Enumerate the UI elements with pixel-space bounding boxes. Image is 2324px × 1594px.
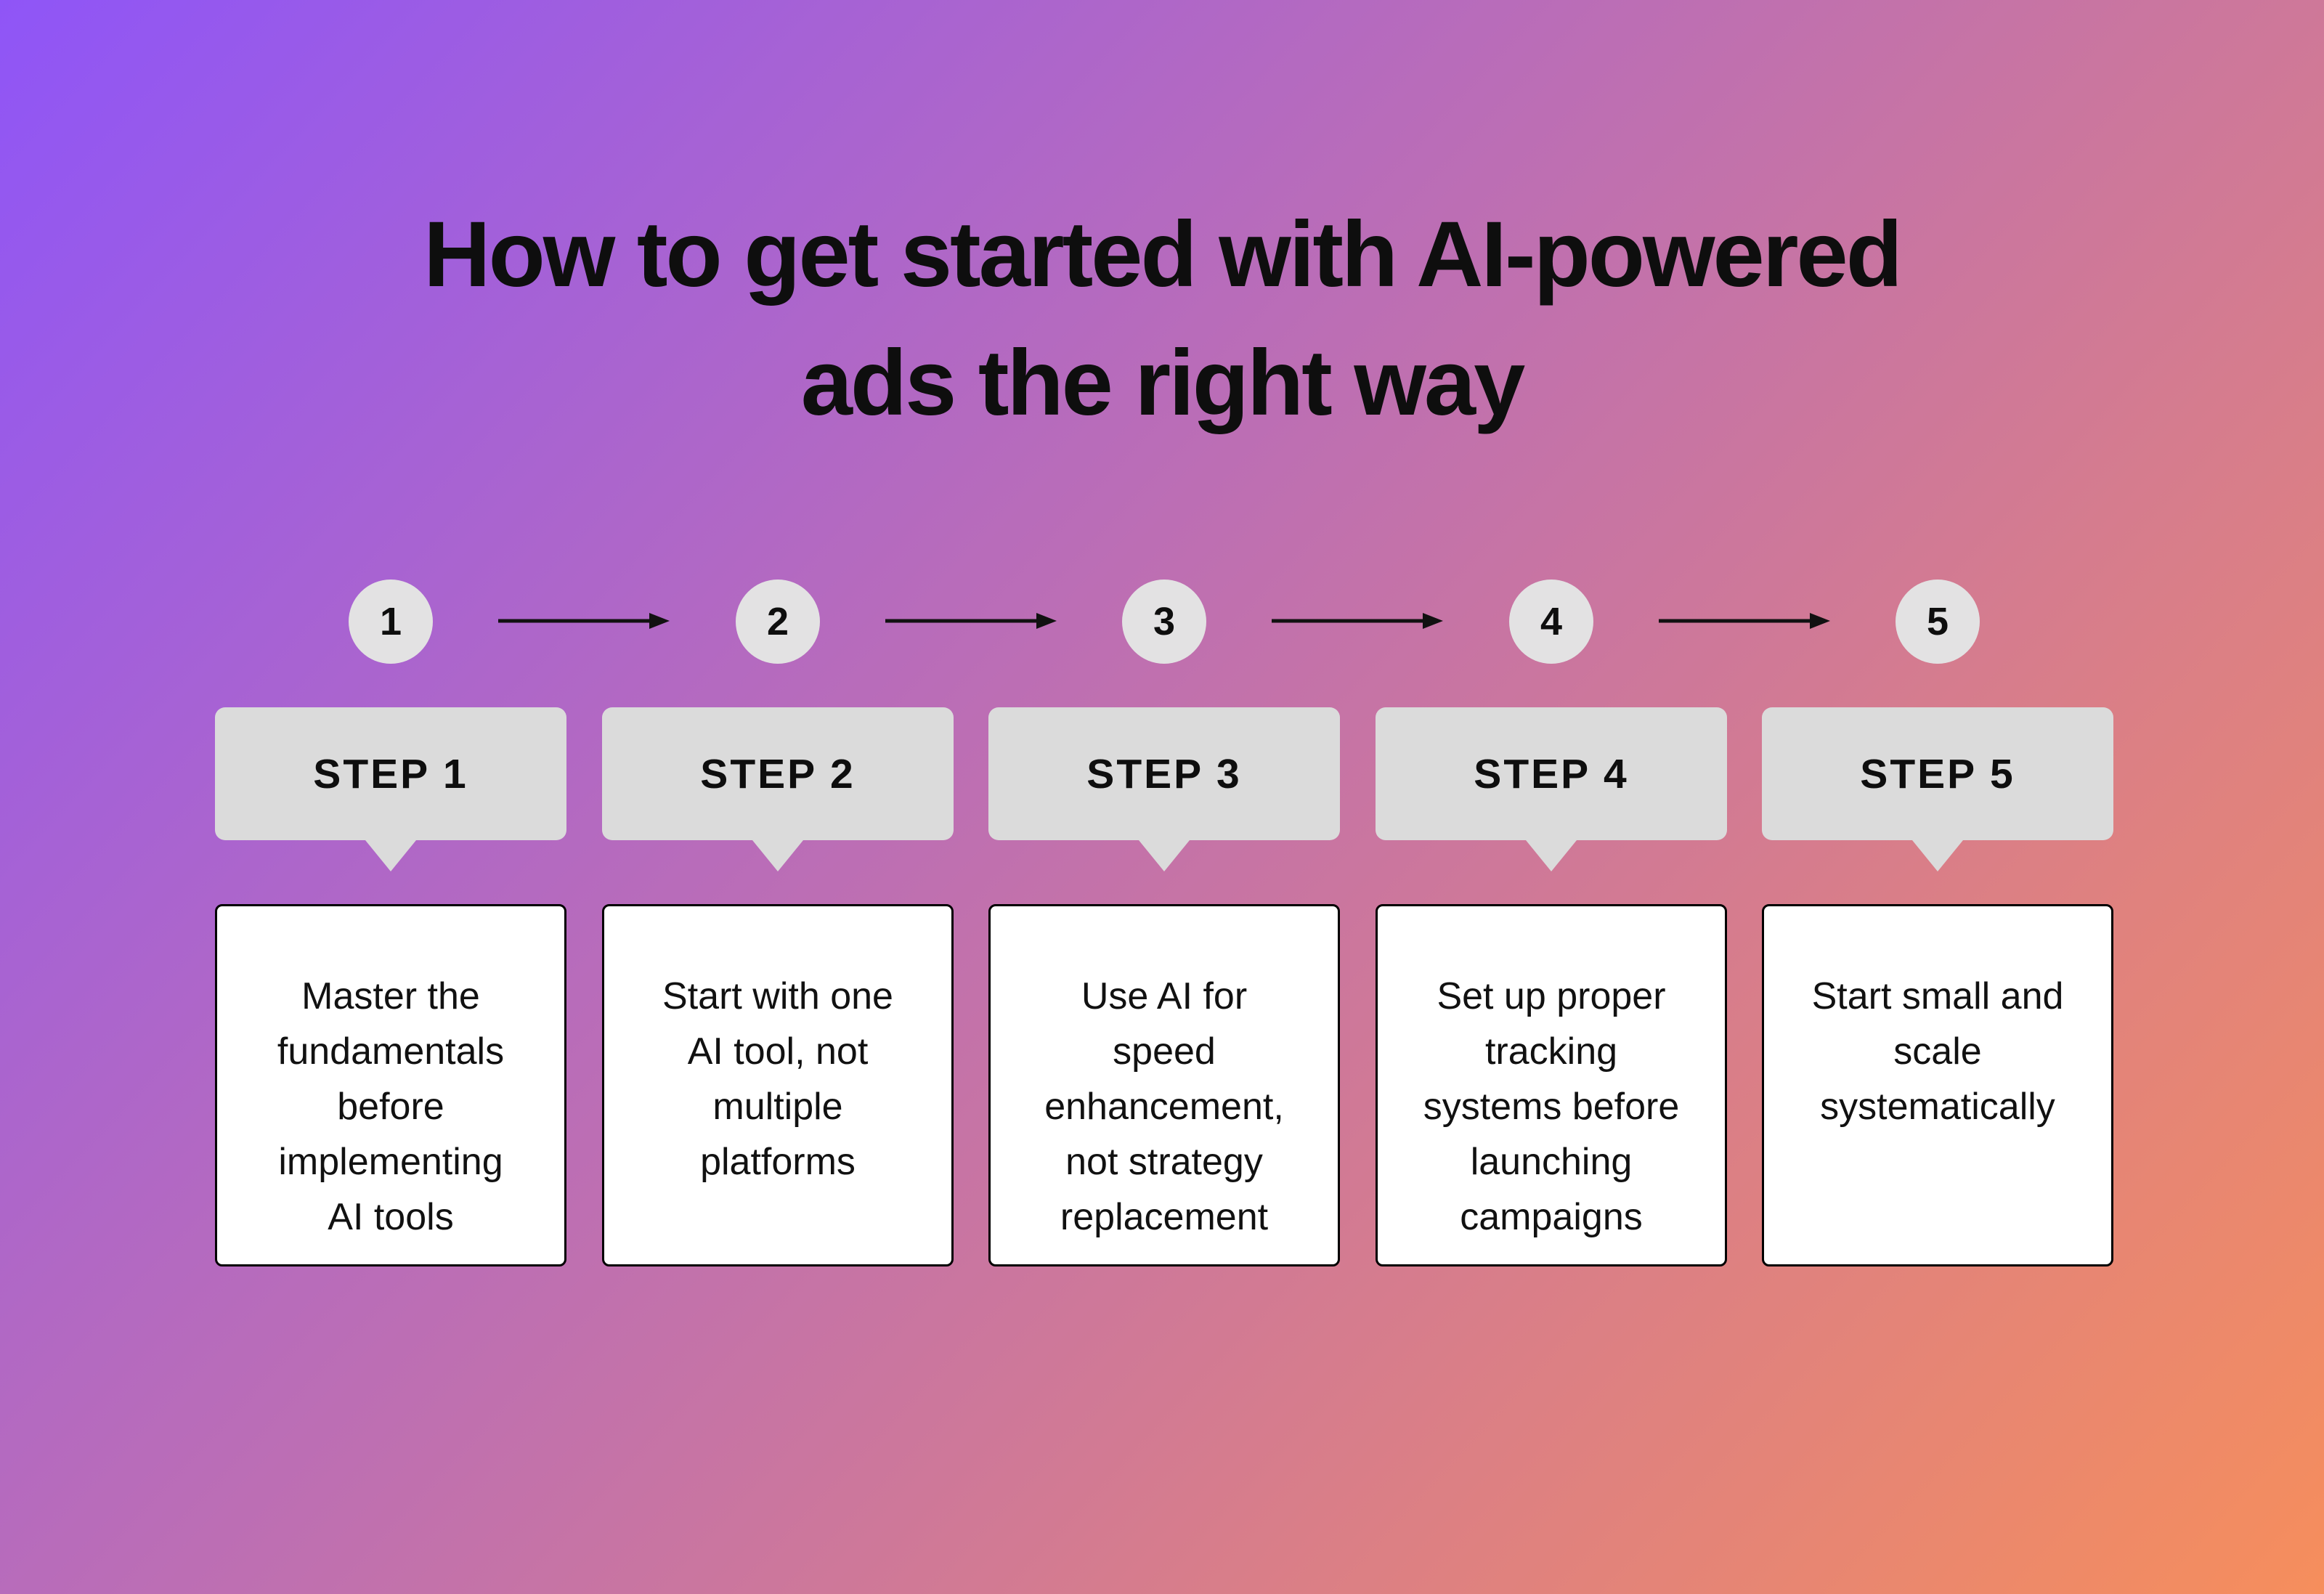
arrow-right-icon (498, 613, 670, 629)
step-1-description: Master the fundamentals before implement… (277, 975, 505, 1238)
title-line-1: How to get started with AI-powered (423, 203, 1903, 306)
step-1-number: 1 (379, 600, 402, 643)
arrow-right-icon (885, 613, 1057, 629)
step-5-label-bubble: STEP 5 (1762, 707, 2113, 840)
page-title: How to get started with AI-powered ads t… (0, 190, 2324, 447)
step-4-label: STEP 4 (1474, 750, 1629, 797)
step-3-card: Use AI for speed enhancement, not strate… (988, 904, 1340, 1266)
step-3-number: 3 (1153, 600, 1176, 643)
step-3-number-circle: 3 (1122, 580, 1206, 664)
step-5-card: Start small and scale systematically (1762, 904, 2113, 1266)
step-3-label-bubble: STEP 3 (988, 707, 1340, 840)
step-1-card: Master the fundamentals before implement… (215, 904, 566, 1266)
step-4-number-circle: 4 (1509, 580, 1593, 664)
step-2-number: 2 (766, 600, 789, 643)
step-3-description: Use AI for speed enhancement, not strate… (1044, 975, 1284, 1238)
step-2-description: Start with one AI tool, not multiple pla… (662, 975, 893, 1183)
step-4-number: 4 (1540, 600, 1563, 643)
step-2-number-circle: 2 (736, 580, 820, 664)
step-2-label: STEP 2 (700, 750, 856, 797)
step-4-card: Set up proper tracking systems before la… (1376, 904, 1727, 1266)
title-line-2: ads the right way (800, 331, 1526, 435)
step-1-label-bubble: STEP 1 (215, 707, 566, 840)
step-4-label-bubble: STEP 4 (1376, 707, 1727, 840)
step-1-label: STEP 1 (313, 750, 468, 797)
arrow-right-icon (1659, 613, 1830, 629)
step-3-label: STEP 3 (1086, 750, 1242, 797)
arrow-right-icon (1272, 613, 1443, 629)
step-4-description: Set up proper tracking systems before la… (1423, 975, 1680, 1238)
step-2-label-bubble: STEP 2 (602, 707, 954, 840)
step-2-card: Start with one AI tool, not multiple pla… (602, 904, 954, 1266)
step-1-number-circle: 1 (349, 580, 433, 664)
step-5-number-circle: 5 (1896, 580, 1980, 664)
step-5-description: Start small and scale systematically (1811, 975, 2064, 1128)
step-5-number: 5 (1926, 600, 1949, 643)
step-5-label: STEP 5 (1860, 750, 2015, 797)
